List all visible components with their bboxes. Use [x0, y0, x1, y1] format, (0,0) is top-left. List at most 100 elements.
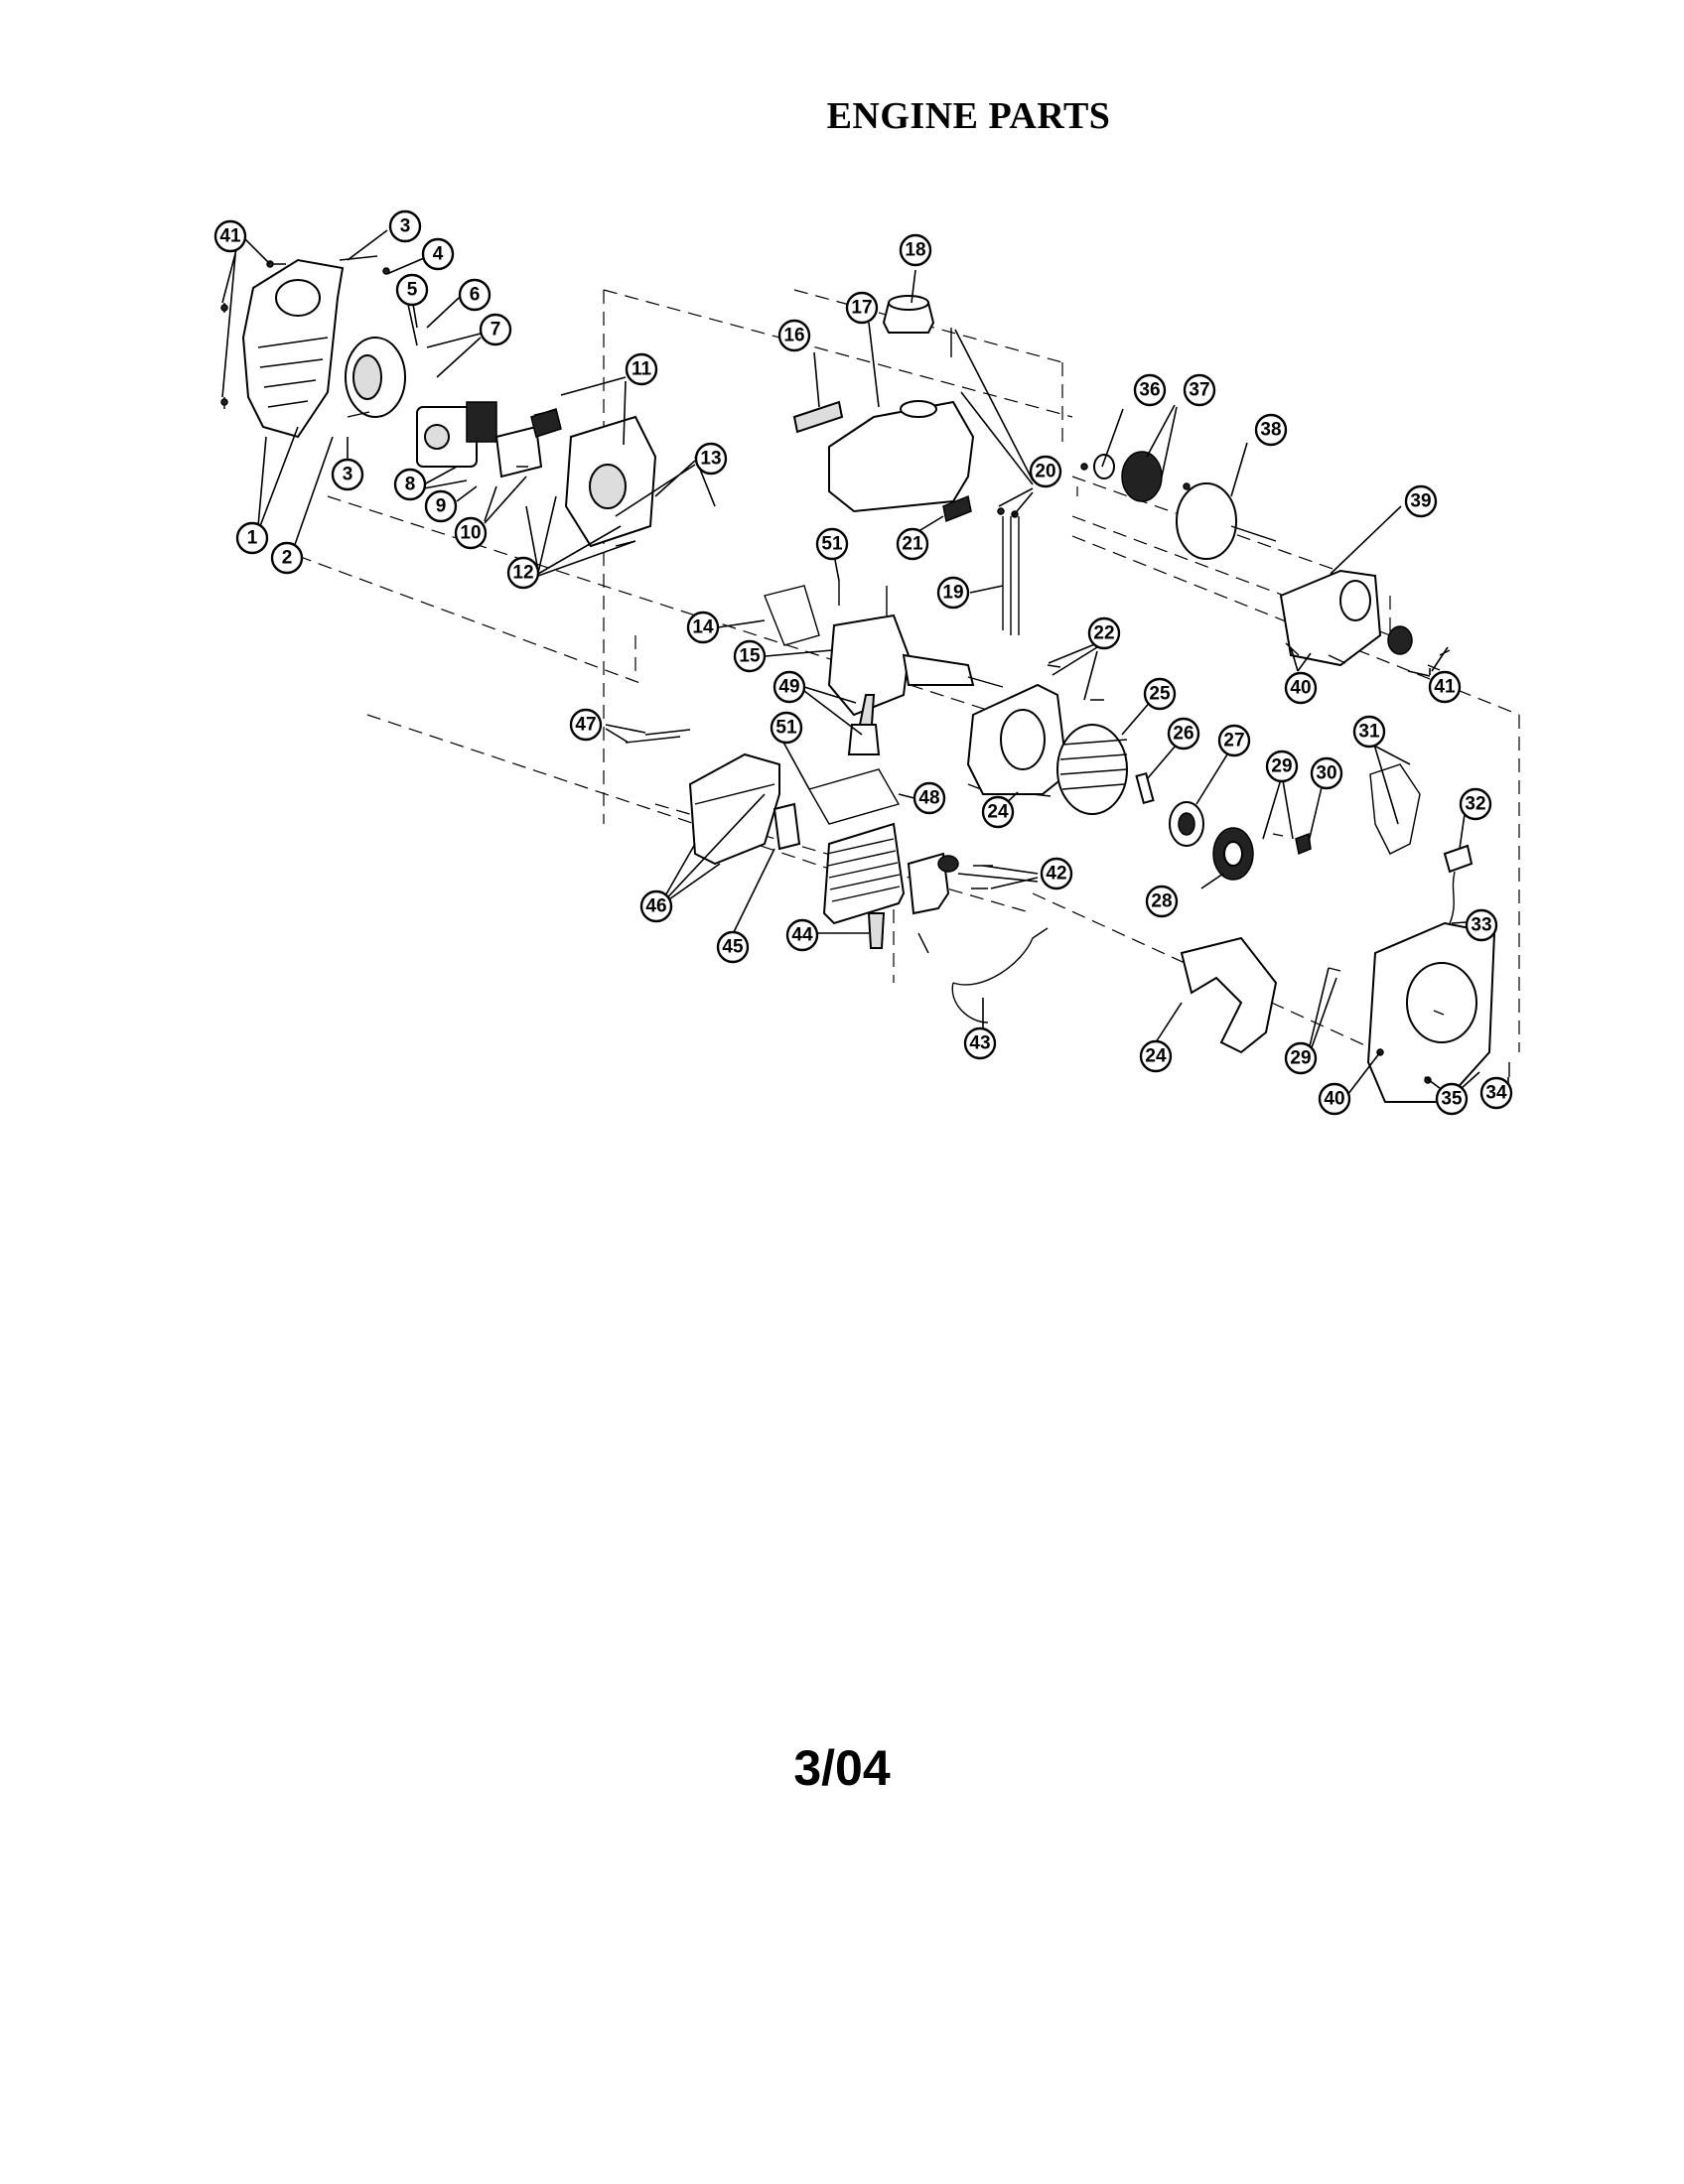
callout-label: 10	[454, 516, 488, 550]
starter-housing	[1366, 921, 1496, 1103]
svg-text:19: 19	[942, 583, 963, 604]
muffler-bracket	[772, 802, 801, 851]
callout-label: 49	[772, 670, 806, 704]
callout-label: 18	[899, 233, 932, 267]
callout-label: 28	[1145, 885, 1179, 918]
callout-label: 39	[1404, 484, 1438, 518]
callout-label: 8	[393, 468, 427, 501]
svg-text:51: 51	[821, 534, 843, 555]
callout-label: 33	[1465, 908, 1498, 942]
svg-text:11: 11	[632, 359, 652, 380]
callout-label: 36	[1133, 373, 1167, 407]
callout-labels: 41 3 4 5 6 7 11 13 1 2 3 8 9 10 12 16 17…	[213, 209, 1513, 1116]
crankcase-gasket	[764, 585, 820, 646]
flywheel	[1056, 724, 1128, 815]
fuel-lines	[1002, 516, 1020, 635]
svg-text:33: 33	[1471, 915, 1491, 936]
cylinder	[822, 822, 906, 925]
svg-text:41: 41	[219, 226, 241, 247]
svg-text:5: 5	[407, 280, 418, 301]
svg-text:47: 47	[575, 715, 596, 736]
callout-label: 7	[479, 313, 512, 346]
svg-text:51: 51	[775, 718, 797, 739]
callout-label: 11	[625, 352, 658, 386]
svg-text:3: 3	[400, 216, 411, 237]
ignition-module	[907, 852, 959, 915]
svg-text:40: 40	[1290, 678, 1311, 699]
callout-label: 37	[1183, 373, 1216, 407]
svg-text:20: 20	[1035, 462, 1055, 482]
svg-text:26: 26	[1173, 724, 1193, 745]
svg-text:17: 17	[851, 298, 872, 319]
clutch-collar	[1387, 625, 1413, 655]
callout-label: 48	[912, 781, 946, 815]
callout-label: 21	[896, 527, 929, 561]
callout-label: 51	[770, 711, 803, 745]
tank-bracket	[792, 400, 844, 434]
ground-plate	[1369, 763, 1421, 855]
callout-label: 17	[845, 291, 879, 325]
callout-label: 1	[235, 521, 269, 555]
svg-text:28: 28	[1151, 891, 1172, 912]
fan-cover	[1180, 936, 1278, 1054]
clutch-washer	[1093, 454, 1115, 479]
tank-grommet	[942, 494, 972, 523]
fasteners	[220, 255, 1510, 1084]
svg-text:2: 2	[282, 548, 293, 569]
svg-text:21: 21	[902, 534, 923, 555]
svg-text:40: 40	[1324, 1089, 1344, 1110]
svg-text:25: 25	[1149, 684, 1171, 705]
svg-text:32: 32	[1465, 794, 1485, 815]
callout-label: 29	[1265, 750, 1299, 783]
callout-label: 35	[1435, 1082, 1469, 1116]
callout-label: 40	[1318, 1082, 1351, 1116]
svg-text:30: 30	[1316, 763, 1336, 784]
svg-text:29: 29	[1271, 756, 1292, 777]
callout-label: 38	[1254, 413, 1288, 447]
clutch	[1121, 451, 1163, 502]
svg-text:13: 13	[700, 449, 721, 470]
svg-text:27: 27	[1223, 731, 1244, 751]
date-code: 3/04	[793, 1740, 891, 1796]
callout-label: 45	[716, 930, 750, 964]
callout-label: 2	[270, 541, 304, 575]
svg-text:9: 9	[436, 496, 447, 517]
stop-switch	[1443, 844, 1474, 929]
page-title: ENGINE PARTS	[826, 95, 1111, 137]
callout-label: 30	[1310, 756, 1343, 790]
callout-label: 26	[1167, 717, 1200, 751]
callout-label: 41	[213, 219, 247, 253]
svg-text:29: 29	[1290, 1048, 1311, 1069]
svg-text:39: 39	[1410, 491, 1431, 512]
svg-text:46: 46	[645, 896, 666, 917]
callout-label: 40	[1284, 671, 1318, 705]
callout-label: 41	[1428, 670, 1462, 704]
svg-text:42: 42	[1046, 864, 1066, 885]
svg-text:31: 31	[1358, 722, 1380, 743]
svg-text:35: 35	[1441, 1089, 1463, 1110]
svg-text:24: 24	[1145, 1046, 1167, 1067]
svg-text:4: 4	[433, 244, 444, 265]
svg-text:16: 16	[783, 326, 804, 346]
carburetor	[416, 401, 543, 478]
piston	[847, 694, 881, 755]
callout-label: 19	[936, 576, 970, 610]
callout-label: 43	[963, 1026, 997, 1060]
callout-label: 3	[388, 209, 422, 243]
fuel-cap	[882, 295, 935, 334]
callout-label: 16	[777, 319, 811, 352]
callout-label: 51	[815, 527, 849, 561]
recoil-spring	[1212, 827, 1254, 881]
svg-text:7: 7	[491, 320, 501, 341]
callout-label: 44	[785, 918, 819, 952]
callout-label: 32	[1459, 787, 1492, 821]
svg-text:34: 34	[1485, 1083, 1507, 1104]
svg-text:12: 12	[512, 563, 533, 584]
air-filter-cover	[241, 258, 345, 439]
svg-text:3: 3	[343, 465, 353, 485]
svg-text:49: 49	[778, 677, 799, 698]
svg-text:22: 22	[1093, 623, 1114, 644]
callout-label: 6	[458, 278, 491, 312]
callout-label: 3	[331, 458, 364, 491]
